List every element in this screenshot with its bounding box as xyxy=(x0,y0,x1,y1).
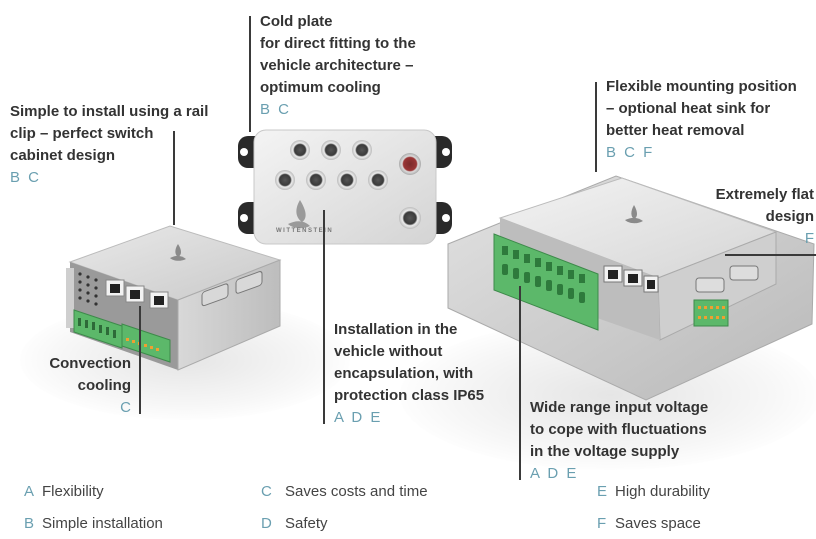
cold-plate-device: WITTENSTEIN xyxy=(238,128,452,246)
callout-codes: A D E xyxy=(530,465,579,482)
callout-codes: B C xyxy=(10,169,42,186)
callout-cold-plate: Cold plate for direct fitting to the veh… xyxy=(260,11,416,121)
callout-text-line: encapsulation, with xyxy=(334,365,474,382)
leader-line xyxy=(249,16,251,132)
callout-flexible-mounting: Flexible mounting position – optional he… xyxy=(606,76,797,164)
callout-text-line: Convection xyxy=(49,355,131,372)
callout-text-line: protection class IP65 xyxy=(334,387,485,404)
callout-flat-design: Extremely flat design F xyxy=(716,184,814,250)
callout-text-line: in the voltage supply xyxy=(530,443,680,460)
callout-wide-range: Wide range input voltage to cope with fl… xyxy=(530,397,708,485)
flat-design-device xyxy=(446,174,816,401)
callout-text-line: vehicle without xyxy=(334,343,443,360)
callout-codes: B C F xyxy=(606,144,655,161)
callout-convection: Convection cooling C xyxy=(49,353,131,419)
leader-line xyxy=(725,254,816,256)
legend-key: B xyxy=(24,515,35,532)
callout-codes: A D E xyxy=(334,409,383,426)
callout-text-line: – optional heat sink for xyxy=(606,100,771,117)
leader-line xyxy=(519,286,521,480)
legend-item-b: B Simple installation xyxy=(24,515,163,532)
callout-text-line: Cold plate xyxy=(260,13,333,30)
legend-item-e: E High durability xyxy=(597,483,710,500)
legend-key: E xyxy=(597,483,608,500)
callout-text-line: clip – perfect switch xyxy=(10,125,154,142)
callout-text-line: design xyxy=(765,208,814,225)
callout-codes: B C xyxy=(260,101,292,118)
legend-label: Saves costs and time xyxy=(285,483,428,500)
legend-item-c: C Saves costs and time xyxy=(261,483,428,500)
callout-text-line: for direct fitting to the xyxy=(260,35,416,52)
legend-label: Safety xyxy=(285,515,328,532)
callout-codes: F xyxy=(804,230,814,247)
legend-label: Saves space xyxy=(615,515,701,532)
callout-text-line: to cope with fluctuations xyxy=(530,421,707,438)
legend-item-d: D Safety xyxy=(261,515,328,532)
legend-key: D xyxy=(261,515,272,532)
leader-line xyxy=(173,131,175,225)
legend-key: A xyxy=(24,483,35,500)
callout-text-line: Installation in the xyxy=(334,321,458,338)
callout-text-line: Wide range input voltage xyxy=(530,399,709,416)
brand-label: WITTENSTEIN xyxy=(276,228,334,234)
rail-clip-device xyxy=(66,222,282,372)
callout-text-line: Simple to install using a rail xyxy=(10,103,209,120)
callout-codes: C xyxy=(120,399,131,416)
leader-line xyxy=(139,306,141,414)
legend-key: C xyxy=(261,483,272,500)
callout-text-line: optimum cooling xyxy=(260,79,381,96)
legend-item-a: A Flexibility xyxy=(24,483,104,500)
legend-key: F xyxy=(597,515,607,532)
callout-text-line: Flexible mounting position xyxy=(606,78,797,95)
callout-ip65: Installation in the vehicle without enca… xyxy=(334,319,484,429)
legend-label: Flexibility xyxy=(42,483,104,500)
callout-text-line: cabinet design xyxy=(10,147,116,164)
leader-line xyxy=(323,210,325,424)
legend-label: Simple installation xyxy=(42,515,163,532)
callout-text-line: better heat removal xyxy=(606,122,745,139)
legend-label: High durability xyxy=(615,483,711,500)
callout-text-line: cooling xyxy=(77,377,131,394)
callout-text-line: Extremely flat xyxy=(715,186,814,203)
leader-line xyxy=(595,82,597,172)
callout-text-line: vehicle architecture – xyxy=(260,57,414,74)
legend-item-f: F Saves space xyxy=(597,515,701,532)
callout-rail-clip: Simple to install using a rail clip – pe… xyxy=(10,101,208,189)
